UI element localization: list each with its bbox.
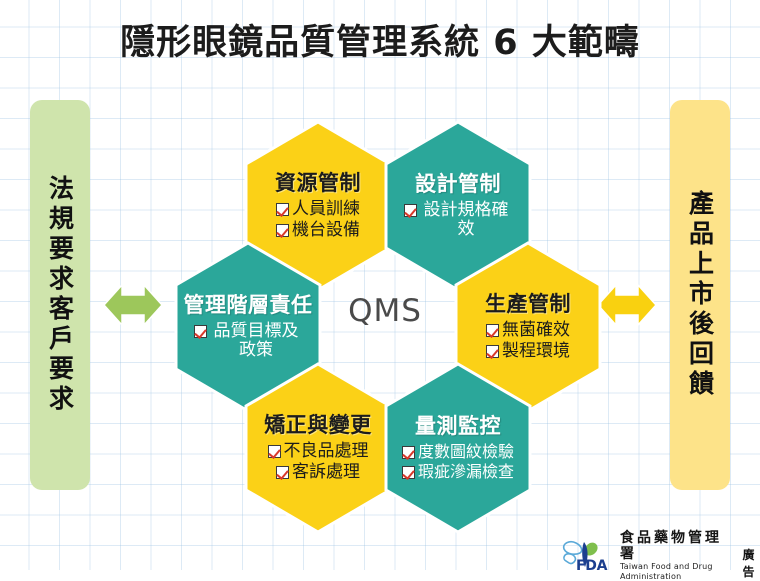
hex-item-label: 客訴處理 <box>292 461 360 482</box>
hex-production-control[interactable]: 生產管制 無菌確效 製程環境 <box>453 241 603 413</box>
center-label-qms: QMS <box>348 293 422 329</box>
left-panel-line1: 法規要求 <box>45 175 75 295</box>
hex-item: 瑕疵滲漏檢查 <box>401 461 514 481</box>
hex-item-list: 人員訓練 機台設備 <box>276 198 360 240</box>
checkbox-checked-icon <box>276 223 289 237</box>
hex-title: 生產管制 <box>485 292 571 317</box>
checkbox-checked-icon <box>401 465 415 479</box>
hex-item: 品質目標及政策 <box>194 320 302 360</box>
hex-item-label: 度數圖紋檢驗 <box>417 441 514 461</box>
left-input-panel: 法規要求 客戶要求 <box>30 100 90 490</box>
hex-title: 量測監控 <box>415 414 501 439</box>
hex-item: 人員訓練 <box>276 198 360 219</box>
fda-agency-names: 食品藥物管理署 Taiwan Food and Drug Administrat… <box>620 530 734 581</box>
hex-title: 設計管制 <box>415 172 501 197</box>
hex-item-label: 機台設備 <box>292 219 360 240</box>
hex-resource-control[interactable]: 資源管制 人員訓練 機台設備 <box>243 120 393 292</box>
fda-abbreviation: FDA <box>576 557 608 574</box>
advertisement-label: 廣告 <box>742 548 755 580</box>
hex-item: 不良品處理 <box>267 440 369 461</box>
checkbox-checked-icon <box>401 445 415 459</box>
hex-item: 無菌確效 <box>486 319 570 340</box>
right-panel-text: 產品上市後回饋 <box>685 190 715 400</box>
hex-item: 度數圖紋檢驗 <box>401 441 514 461</box>
hex-item: 機台設備 <box>276 219 360 240</box>
checkbox-checked-icon <box>276 202 289 216</box>
checkbox-checked-icon <box>486 344 499 358</box>
hex-item-list: 無菌確效 製程環境 <box>486 319 570 361</box>
hex-item-label: 設計規格確效 <box>423 199 509 239</box>
hex-item-label: 製程環境 <box>502 340 570 361</box>
left-panel-line2: 客戶要求 <box>45 295 75 415</box>
fda-butterfly-icon: FDA <box>560 539 614 574</box>
hex-item-label: 無菌確效 <box>502 319 570 340</box>
fda-agency-name-zh: 食品藥物管理署 <box>620 530 722 563</box>
hex-design-control[interactable]: 設計管制 設計規格確效 <box>383 120 533 292</box>
checkbox-checked-icon <box>194 324 207 338</box>
hex-measurement-and-monitoring[interactable]: 量測監控 度數圖紋檢驗 瑕疵滲漏檢查 <box>383 362 533 534</box>
hex-title: 管理階層責任 <box>183 293 313 318</box>
hex-item-label: 瑕疵滲漏檢查 <box>417 461 514 481</box>
hex-item: 設計規格確效 <box>404 199 512 239</box>
hex-item-label: 品質目標及政策 <box>213 320 299 360</box>
hex-item-list: 設計規格確效 <box>404 199 512 239</box>
hex-title: 矯正與變更 <box>264 413 372 438</box>
hex-item-list: 品質目標及政策 <box>194 320 302 360</box>
hex-item: 客訴處理 <box>276 461 360 482</box>
hex-item-label: 人員訓練 <box>292 198 360 219</box>
hex-management-responsibility[interactable]: 管理階層責任 品質目標及政策 <box>173 241 323 413</box>
fda-footer-logo: FDA 食品藥物管理署 Taiwan Food and Drug Adminis… <box>560 530 760 581</box>
hex-title: 資源管制 <box>275 171 361 196</box>
page-title: 隱形眼鏡品質管理系統 6 大範疇 <box>120 23 640 63</box>
checkbox-checked-icon <box>404 203 417 217</box>
hex-corrective-action-and-change[interactable]: 矯正與變更 不良品處理 客訴處理 <box>243 362 393 534</box>
checkbox-checked-icon <box>486 323 499 337</box>
fda-agency-name-en: Taiwan Food and Drug Administration <box>620 562 713 581</box>
hex-item-list: 不良品處理 客訴處理 <box>267 440 369 482</box>
checkbox-checked-icon <box>267 444 281 458</box>
hex-item-list: 度數圖紋檢驗 瑕疵滲漏檢查 <box>401 441 514 481</box>
right-output-panel: 產品上市後回饋 <box>670 100 730 490</box>
checkbox-checked-icon <box>276 465 289 479</box>
hex-item: 製程環境 <box>486 340 570 361</box>
hex-item-label: 不良品處理 <box>283 440 369 461</box>
